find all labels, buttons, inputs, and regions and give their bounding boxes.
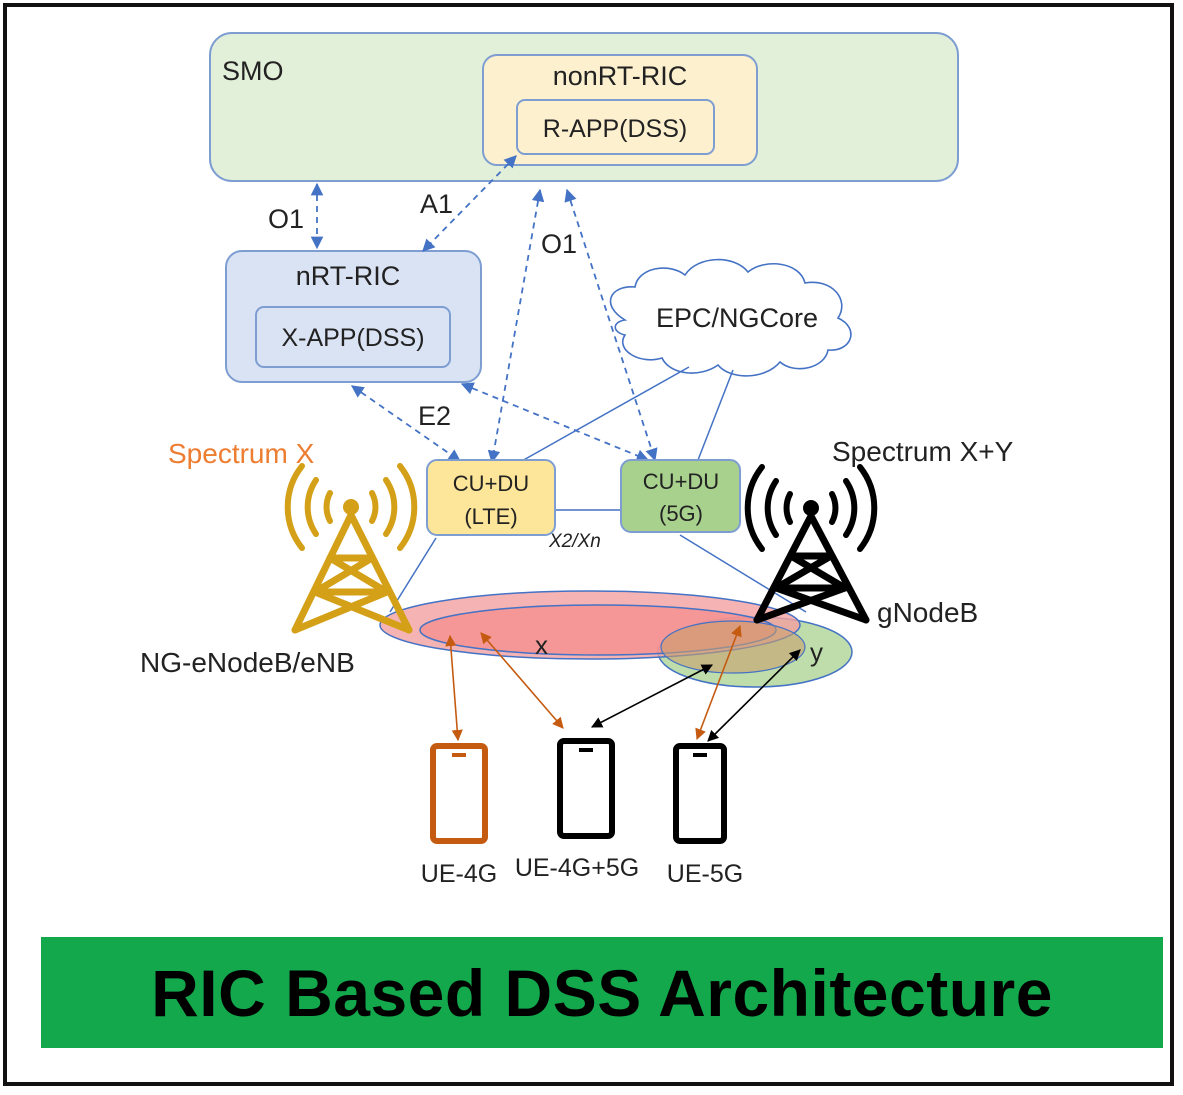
cu-du-5g-box bbox=[620, 459, 741, 533]
epc-ngcore-cloud: EPC/NGCore bbox=[609, 258, 852, 377]
enb-label: NG-eNodeB/eNB bbox=[140, 647, 355, 678]
cell-x-label: x bbox=[535, 630, 548, 660]
link-ue4g-x bbox=[445, 634, 463, 742]
spectrum-xy-label: Spectrum X+Y bbox=[832, 436, 1014, 467]
x2-xn-label: X2/Xn bbox=[548, 531, 601, 552]
rapp-box bbox=[516, 99, 715, 155]
banner-title: RIC Based DSS Architecture bbox=[151, 955, 1053, 1030]
gnb-tower-icon bbox=[744, 464, 878, 624]
ue-5g-label: UE-5G bbox=[667, 860, 743, 888]
xapp-box bbox=[255, 306, 451, 368]
title-banner: RIC Based DSS Architecture bbox=[41, 937, 1163, 1048]
link-ue4g5g-y bbox=[591, 664, 713, 728]
link-ue5g-y bbox=[707, 649, 801, 742]
nrt-ric-label: nRT-RIC bbox=[296, 261, 401, 291]
cu-du-lte-line1: CU+DU bbox=[453, 471, 529, 496]
cell-overlap-ellipse bbox=[660, 620, 806, 674]
o1-left-label: O1 bbox=[268, 204, 304, 234]
epc-ngcore-label: EPC/NGCore bbox=[656, 303, 818, 333]
ue-4g-phone-icon bbox=[430, 743, 488, 844]
a1-arrow bbox=[422, 155, 517, 252]
rapp-label: R-APP(DSS) bbox=[543, 115, 687, 143]
cell-y-label: y bbox=[810, 637, 823, 667]
xapp-label: X-APP(DSS) bbox=[281, 324, 424, 352]
interface-arrows bbox=[310, 155, 658, 464]
spectrum-x-label: Spectrum X bbox=[168, 438, 315, 469]
cu-du-5g-line2: (5G) bbox=[659, 501, 703, 526]
cu-du-lte-box bbox=[426, 459, 556, 536]
ue-4g-label: UE-4G bbox=[421, 860, 497, 888]
smo-label: SMO bbox=[222, 56, 284, 86]
ue-4g5g-phone-icon bbox=[557, 738, 615, 839]
ue-links bbox=[445, 624, 801, 742]
nonrt-ric-label: nonRT-RIC bbox=[553, 61, 688, 91]
cu-du-5g-line1: CU+DU bbox=[643, 469, 719, 494]
o1-mid-label: O1 bbox=[541, 229, 577, 259]
e2-5g-arrow bbox=[460, 382, 650, 462]
ue-4g5g-label: UE-4G+5G bbox=[515, 854, 639, 882]
e2-label: E2 bbox=[418, 401, 451, 431]
outer-frame bbox=[3, 3, 1174, 1086]
cu-du-lte-line2: (LTE) bbox=[464, 504, 517, 529]
a1-label: A1 bbox=[420, 189, 453, 219]
o1-lte-arrow bbox=[487, 188, 545, 464]
backhaul-lines bbox=[389, 366, 807, 613]
link-ue4g5g-x bbox=[480, 632, 564, 729]
ue-5g-phone-icon bbox=[673, 743, 727, 844]
gnb-label: gNodeB bbox=[877, 597, 978, 628]
enb-tower-icon bbox=[284, 463, 418, 634]
